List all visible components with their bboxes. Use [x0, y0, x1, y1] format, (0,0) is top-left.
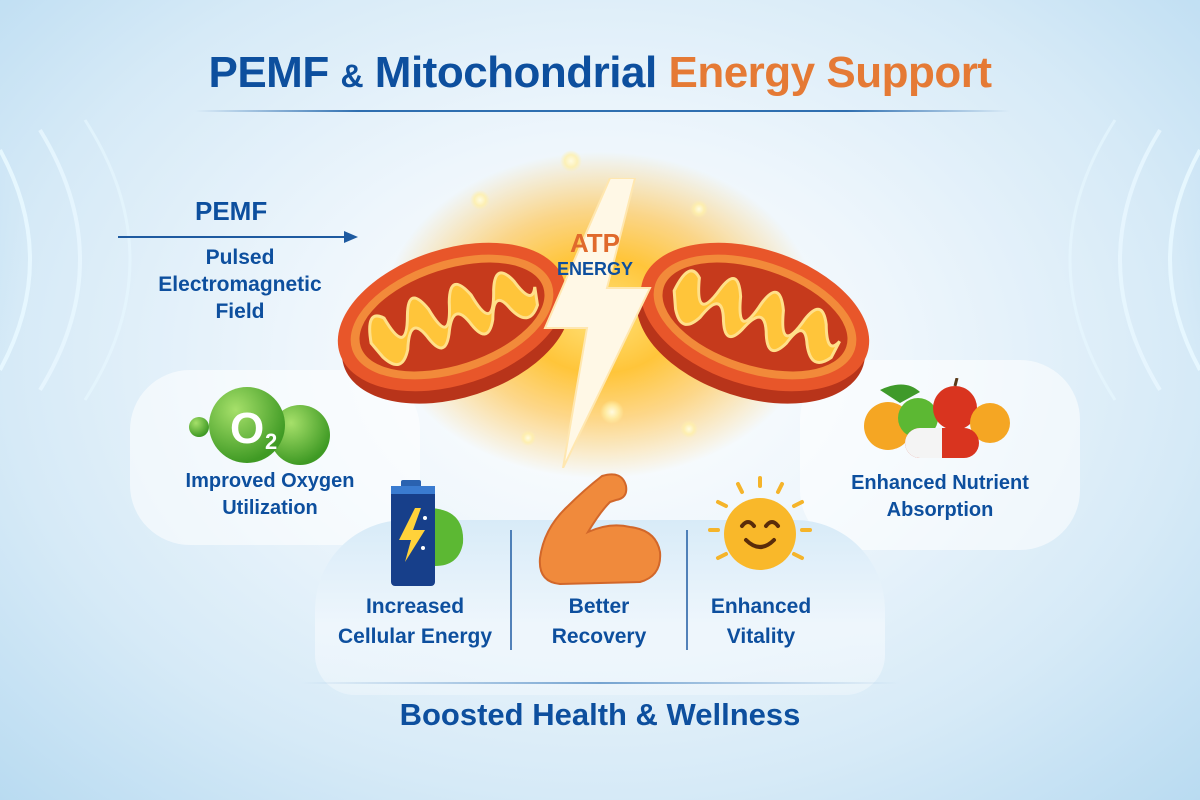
sparkle	[680, 420, 698, 438]
smiling-sun-icon	[708, 476, 812, 570]
title-energy-support: Energy Support	[668, 48, 992, 97]
divider	[686, 530, 688, 650]
benefit-line: Increased	[365, 595, 465, 618]
divider	[510, 530, 512, 650]
title-pemf: PEMF	[208, 48, 329, 97]
benefit-line: Enhanced Nutrient	[851, 472, 1029, 494]
pemf-description: Pulsed Electromagnetic Field	[150, 244, 330, 325]
pemf-desc-line: Electromagnetic	[158, 273, 322, 296]
title-mitochondrial: Mitochondrial	[374, 48, 657, 97]
pemf-wave-icon	[1068, 110, 1200, 410]
svg-text:O: O	[230, 404, 264, 453]
flexed-arm-icon	[538, 473, 662, 586]
benefit-line: Utilization	[222, 497, 318, 519]
sparkle	[470, 190, 490, 210]
svg-text:2: 2	[265, 429, 277, 454]
energy-text: ENERGY	[556, 259, 634, 279]
benefit-line: Improved Oxygen	[185, 470, 355, 492]
benefit-line: Enhanced	[710, 595, 812, 618]
mitochondrion-icon	[337, 242, 571, 404]
benefit-line: Recovery	[551, 625, 647, 648]
recovery-label: Better Recovery	[504, 592, 694, 652]
benefit-line: Better	[568, 595, 630, 618]
benefit-line: Absorption	[886, 499, 994, 521]
footer-divider	[300, 682, 900, 684]
sparkle	[520, 430, 536, 446]
fruit-capsule-icon	[864, 378, 1010, 458]
page-title: PEMF & Mitochondrial Energy Support	[0, 48, 1200, 98]
pemf-label: PEMF	[195, 196, 268, 226]
benefit-line: Vitality	[726, 625, 796, 648]
title-ampersand: &	[340, 58, 364, 94]
nutrient-benefit-label: Enhanced Nutrient Absorption	[830, 470, 1050, 524]
pemf-desc-line: Field	[215, 300, 265, 323]
atp-text: ATP	[569, 228, 621, 258]
vitality-label: Enhanced Vitality	[666, 592, 856, 652]
title-divider	[195, 110, 1010, 112]
atp-energy-label: ATP ENERGY	[540, 228, 650, 280]
battery-icon	[391, 480, 464, 586]
sparkle	[600, 400, 624, 424]
cellular-energy-label: Increased Cellular Energy	[320, 592, 510, 652]
oxygen-benefit-label: Improved Oxygen Utilization	[150, 468, 390, 522]
oxygen-panel	[130, 370, 420, 545]
oxygen-molecule-icon: O 2	[189, 387, 330, 465]
lightning-bolt-icon	[543, 178, 652, 468]
benefit-line: Cellular Energy	[337, 625, 493, 648]
sparkle	[690, 200, 708, 218]
mitochondrion-icon	[636, 242, 870, 404]
arrow-right-icon	[118, 231, 358, 243]
pemf-wave-icon	[0, 113, 132, 407]
pemf-desc-line: Pulsed	[205, 246, 275, 269]
sparkle	[560, 150, 582, 172]
footer-title: Boosted Health & Wellness	[399, 697, 801, 732]
